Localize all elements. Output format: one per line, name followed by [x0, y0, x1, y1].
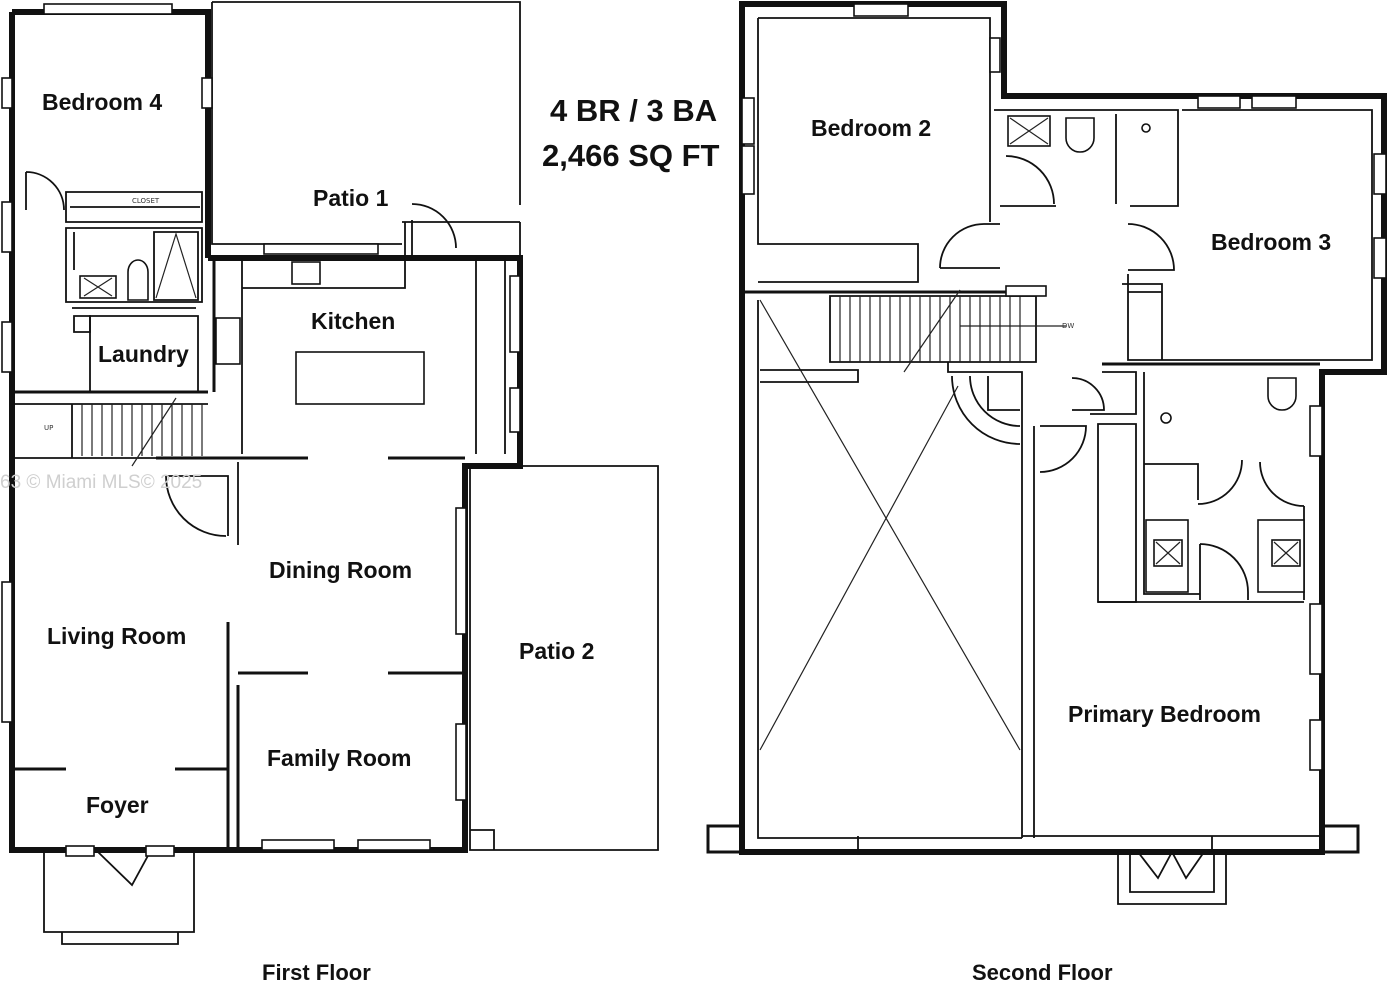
first-floor-windows: [1, 3, 521, 857]
watermark: 63 © Miami MLS© 2025: [0, 472, 202, 493]
second-floor-outer-wall: [739, 1, 1387, 855]
second-floor-plan: DW Bedroom 2 Bedroom 3 Primary Bedroom: [706, 1, 1387, 905]
second-floor-stair: [829, 285, 1066, 458]
first-floor-plan: UP CLOSET Bedroom 4 Patio 1 Kitchen Laun…: [1, 1, 659, 945]
closet-mark: CLOSET: [132, 197, 160, 205]
dw-mark: DW: [1062, 322, 1074, 330]
second-floor-windows: [741, 3, 1387, 771]
room-label-patio2: Patio 2: [519, 638, 594, 664]
patio2-outline: [469, 465, 659, 851]
summary-square-feet: 2,466 SQ FT: [542, 138, 720, 173]
first-floor-stair: [12, 397, 208, 467]
kitchen-island: [295, 351, 425, 405]
room-label-kitchen: Kitchen: [311, 308, 395, 334]
open-to-below: [759, 299, 1021, 751]
room-label-living: Living Room: [47, 623, 186, 649]
room-label-patio1: Patio 1: [313, 185, 389, 211]
room-label-bedroom3: Bedroom 3: [1211, 229, 1331, 255]
room-label-bedroom4: Bedroom 4: [42, 89, 162, 115]
room-label-bedroom2: Bedroom 2: [811, 115, 931, 141]
stair-up-mark: UP: [44, 424, 53, 432]
caption-second-floor: Second Floor: [972, 960, 1113, 984]
room-label-family: Family Room: [267, 745, 411, 771]
room-label-foyer: Foyer: [86, 792, 149, 818]
summary-bed-bath: 4 BR / 3 BA: [550, 93, 717, 128]
room-label-primary: Primary Bedroom: [1068, 701, 1261, 727]
room-label-laundry: Laundry: [98, 341, 189, 367]
room-label-dining: Dining Room: [269, 557, 412, 583]
caption-first-floor: First Floor: [262, 960, 371, 984]
first-floor-outer-wall: [9, 9, 523, 853]
